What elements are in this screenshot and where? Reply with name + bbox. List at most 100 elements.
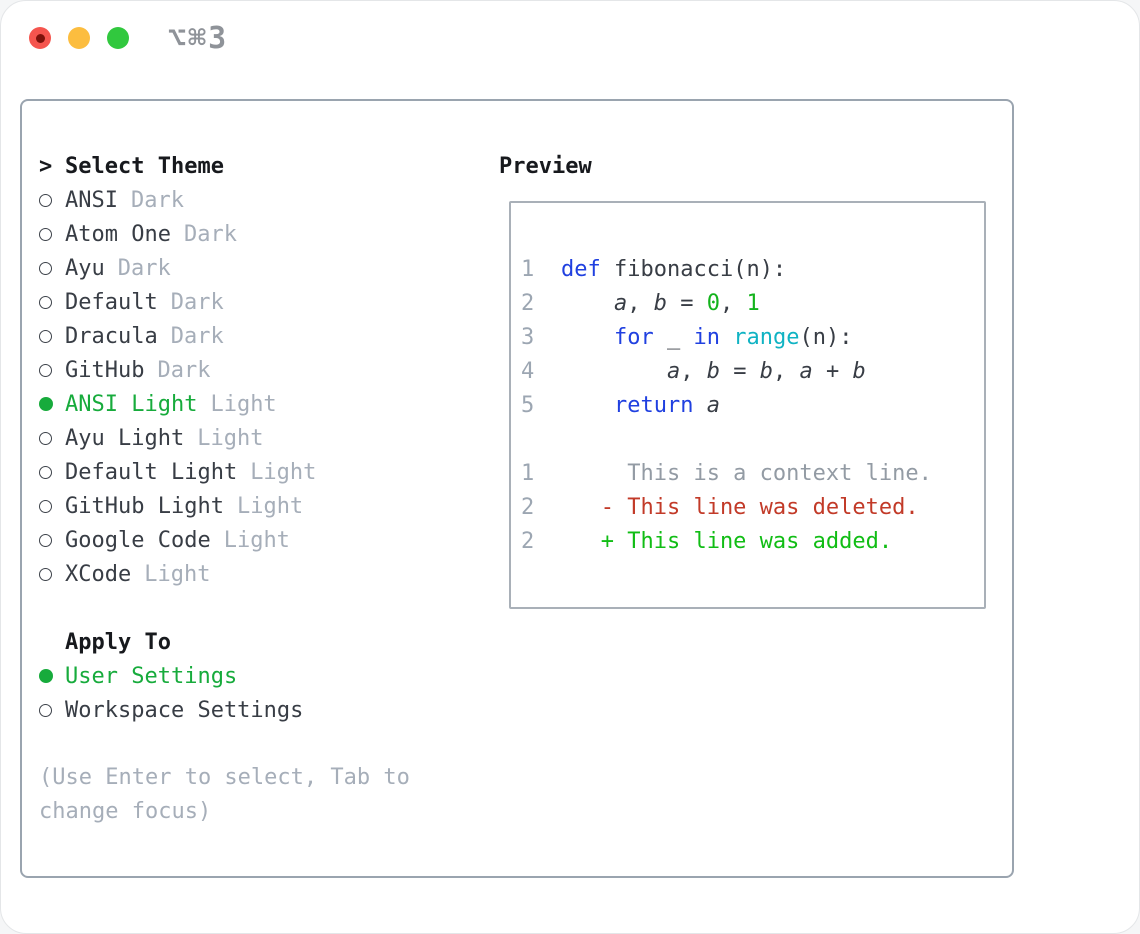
code-token: return <box>613 392 694 418</box>
radio-icon <box>39 499 52 513</box>
code-token: range <box>733 324 800 350</box>
code-line: 2 a, b = 0, 1 <box>521 286 984 320</box>
theme-variant-tag: Dark <box>170 323 224 349</box>
marker <box>39 499 65 513</box>
code-token <box>561 325 614 350</box>
radio-icon <box>39 567 52 581</box>
theme-variant-tag: Dark <box>117 255 171 281</box>
code-token <box>561 393 614 418</box>
theme-variant-tag: Dark <box>130 187 184 213</box>
radio-icon <box>39 227 52 241</box>
code-token: fibonacci(n): <box>600 256 787 282</box>
code-token: a <box>613 290 628 316</box>
apply-option[interactable]: Workspace Settings <box>39 693 479 727</box>
radio-icon <box>39 261 52 275</box>
code-token: , <box>719 290 747 316</box>
code-token: + This line was added. <box>561 528 893 554</box>
selected-radio-icon <box>39 397 53 411</box>
theme-variant-tag: Dark <box>170 289 224 315</box>
code-token: 0 <box>706 290 720 316</box>
radio-icon <box>39 465 52 479</box>
code-token: b <box>852 358 866 384</box>
theme-variant-tag: Light <box>223 527 290 553</box>
code-line: 3 for _ in range(n): <box>521 320 984 354</box>
code-token: This is a context line. <box>561 460 932 486</box>
code-token: + <box>812 358 853 384</box>
marker <box>39 397 65 411</box>
code-content: def fibonacci(n): <box>561 257 786 282</box>
code-token <box>720 325 733 350</box>
selected-radio-icon <box>39 669 53 683</box>
radio-icon <box>39 193 52 207</box>
keyboard-shortcut-label: ⌥⌘3 <box>168 21 229 56</box>
theme-name: Default Light <box>65 459 238 485</box>
line-number: 3 <box>521 324 535 350</box>
code-line: 5 return a <box>521 388 984 422</box>
marker <box>39 295 65 309</box>
marker <box>39 431 65 445</box>
minimize-button[interactable] <box>68 27 90 49</box>
theme-name: Atom One <box>65 221 171 247</box>
code-token: - This line was deleted. <box>561 494 919 520</box>
code-content: This is a context line. <box>561 461 932 486</box>
zoom-button[interactable] <box>107 27 129 49</box>
radio-icon <box>39 295 52 309</box>
code-line: 1 This is a context line. <box>521 456 984 490</box>
marker <box>39 261 65 275</box>
spacer <box>39 591 479 625</box>
apply-option[interactable]: User Settings <box>39 659 479 693</box>
theme-option[interactable]: Ayu Dark <box>39 251 479 285</box>
radio-icon <box>39 329 52 343</box>
code-token: , <box>680 358 707 384</box>
line-number: 1 <box>521 256 535 282</box>
code-line: 2 + This line was added. <box>521 524 984 558</box>
code-token: = <box>666 290 707 316</box>
code-token: a <box>666 358 681 384</box>
marker <box>39 329 65 343</box>
code-token: , <box>627 290 654 316</box>
code-token <box>561 291 614 316</box>
close-button[interactable] <box>29 27 51 49</box>
marker <box>39 227 65 241</box>
code-token: a <box>799 358 813 384</box>
code-content: a, b = b, a + b <box>561 359 866 384</box>
theme-variant-tag: Light <box>144 561 211 587</box>
preview-title: Preview <box>499 153 592 179</box>
apply-to-title: Apply To <box>65 629 171 655</box>
code-line: 2 - This line was deleted. <box>521 490 984 524</box>
marker <box>39 465 65 479</box>
code-line: 1 def fibonacci(n): <box>521 252 984 286</box>
radio-icon <box>39 533 52 547</box>
code-token: = <box>719 358 760 384</box>
marker <box>39 703 65 717</box>
theme-name: ANSI Light <box>65 391 198 417</box>
code-content: + This line was added. <box>561 529 892 554</box>
marker <box>39 363 65 377</box>
theme-name: Ayu <box>65 255 105 281</box>
code-token: , <box>772 358 800 384</box>
marker <box>39 567 65 581</box>
cursor-caret-icon: > <box>39 153 53 179</box>
code-line: 4 a, b = b, a + b <box>521 354 984 388</box>
radio-icon <box>39 363 52 377</box>
marker <box>39 669 65 683</box>
line-number: 2 <box>521 290 535 316</box>
marker <box>39 533 65 547</box>
